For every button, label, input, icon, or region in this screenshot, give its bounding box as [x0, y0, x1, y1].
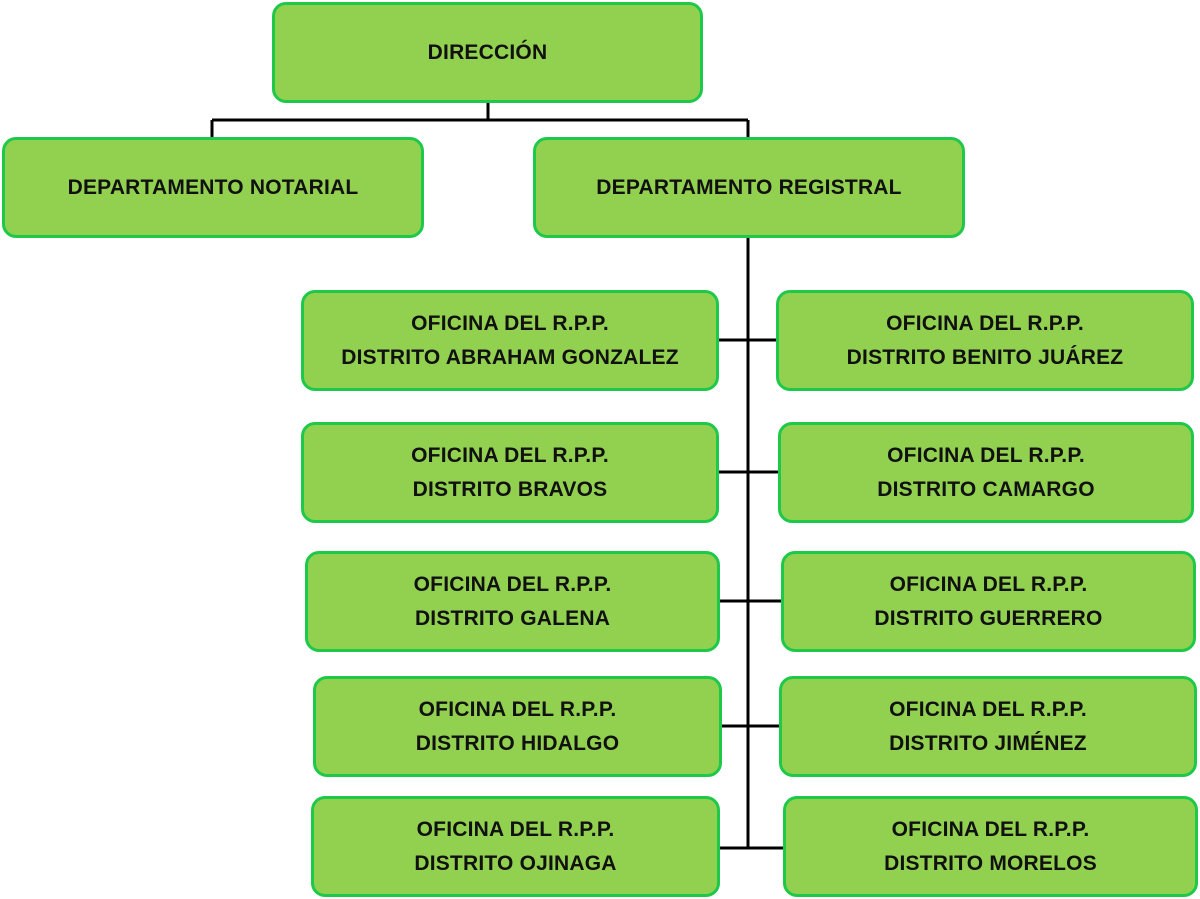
- oficina-line1: OFICINA DEL R.P.P.: [413, 572, 612, 596]
- oficina-line1: OFICINA DEL R.P.P.: [418, 697, 617, 721]
- oficina-district: DISTRITO MORELOS: [884, 851, 1097, 875]
- oficina-line1: OFICINA DEL R.P.P.: [887, 443, 1085, 467]
- box-oficina-bravos: OFICINA DEL R.P.P. DISTRITO BRAVOS: [301, 422, 719, 523]
- oficina-line1: OFICINA DEL R.P.P.: [889, 697, 1087, 721]
- oficina-line1: OFICINA DEL R.P.P.: [886, 311, 1084, 335]
- oficina-district: DISTRITO ABRAHAM GONZALEZ: [341, 345, 679, 369]
- oficina-line1: OFICINA DEL R.P.P.: [416, 817, 615, 841]
- box-oficina-benito-juarez: OFICINA DEL R.P.P. DISTRITO BENITO JUÁRE…: [776, 290, 1194, 391]
- oficina-district: DISTRITO BRAVOS: [412, 477, 608, 501]
- box-departamento-registral: DEPARTAMENTO REGISTRAL: [533, 137, 965, 238]
- direccion-label: DIRECCIÓN: [427, 40, 548, 64]
- box-oficina-galena: OFICINA DEL R.P.P. DISTRITO GALENA: [305, 551, 720, 652]
- oficina-line1: OFICINA DEL R.P.P.: [411, 311, 609, 335]
- oficina-district: DISTRITO GUERRERO: [874, 606, 1103, 630]
- departamento-notarial-label: DEPARTAMENTO NOTARIAL: [67, 175, 359, 199]
- oficina-district: DISTRITO OJINAGA: [414, 851, 617, 875]
- box-oficina-guerrero: OFICINA DEL R.P.P. DISTRITO GUERRERO: [781, 551, 1196, 652]
- oficina-line1: OFICINA DEL R.P.P.: [891, 817, 1090, 841]
- oficina-district: DISTRITO HIDALGO: [415, 731, 620, 755]
- oficina-district: DISTRITO BENITO JUÁREZ: [846, 345, 1124, 369]
- oficina-district: DISTRITO CAMARGO: [877, 477, 1095, 501]
- departamento-registral-label: DEPARTAMENTO REGISTRAL: [596, 175, 902, 199]
- box-oficina-ojinaga: OFICINA DEL R.P.P. DISTRITO OJINAGA: [311, 796, 720, 897]
- box-oficina-morelos: OFICINA DEL R.P.P. DISTRITO MORELOS: [783, 796, 1198, 897]
- box-departamento-notarial: DEPARTAMENTO NOTARIAL: [2, 137, 424, 238]
- box-direccion: DIRECCIÓN: [272, 2, 703, 103]
- oficina-line1: OFICINA DEL R.P.P.: [889, 572, 1088, 596]
- oficina-district: DISTRITO JIMÉNEZ: [889, 731, 1087, 755]
- box-oficina-hidalgo: OFICINA DEL R.P.P. DISTRITO HIDALGO: [313, 676, 722, 777]
- box-oficina-abraham-gonzalez: OFICINA DEL R.P.P. DISTRITO ABRAHAM GONZ…: [301, 290, 719, 391]
- oficina-line1: OFICINA DEL R.P.P.: [411, 443, 609, 467]
- box-oficina-jimenez: OFICINA DEL R.P.P. DISTRITO JIMÉNEZ: [779, 676, 1197, 777]
- box-oficina-camargo: OFICINA DEL R.P.P. DISTRITO CAMARGO: [778, 422, 1194, 523]
- oficina-district: DISTRITO GALENA: [414, 606, 611, 630]
